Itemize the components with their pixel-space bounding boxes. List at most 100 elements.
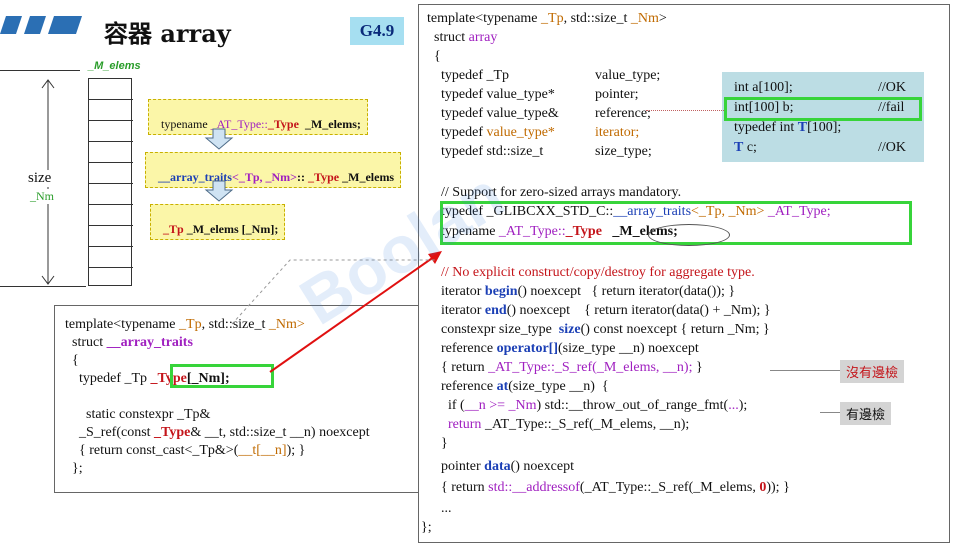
memory-cell	[89, 226, 133, 247]
bounds-check-note: 有邊檢	[840, 402, 892, 425]
code-token: )); }	[766, 480, 790, 495]
code-token: ...	[728, 398, 739, 413]
version-badge: G4.9	[350, 17, 404, 45]
code-token: }	[692, 360, 703, 375]
box2-part5: _M_elems	[339, 170, 395, 184]
code-token: __n >= _Nm	[464, 398, 537, 413]
code-token: return	[448, 417, 482, 432]
code-token: template<typename	[427, 11, 542, 26]
memory-cell	[89, 79, 133, 100]
box1-part2: _AT_Type::	[210, 117, 268, 131]
code-token: (size_type __n) noexcept	[557, 341, 699, 356]
elems-label: _M_elems	[88, 60, 141, 72]
code-token: array	[468, 30, 498, 45]
array-line-15: constexpr size_type size() const noexcep…	[427, 322, 770, 338]
memory-cell	[89, 163, 133, 184]
code-token: >	[658, 11, 667, 26]
array-line-7b: iterator;	[595, 125, 640, 140]
code-token: , std::size_t	[563, 11, 631, 26]
code-token: _AT_Type::_S_ref(_M_elems, __n);	[481, 417, 690, 432]
red-connector-arrow	[269, 251, 442, 373]
code-token: typename	[427, 224, 499, 239]
code-token: constexpr size_type	[427, 322, 559, 337]
box3-part1: _Tp	[163, 222, 184, 236]
box1-part3: _Type	[267, 117, 299, 131]
memory-cell	[89, 142, 133, 163]
code-token: iterator	[427, 284, 485, 299]
traits-line-6: _S_ref(const _Type& __t, std::size_t __n…	[65, 425, 370, 441]
array-line-17: { return _AT_Type::_S_ref(_M_elems, __n)…	[427, 360, 703, 376]
example-line-1-comment: //OK	[878, 80, 906, 95]
code-token: data	[484, 459, 511, 474]
note-text: 有邊檢	[846, 407, 886, 422]
memory-cell	[89, 184, 133, 205]
code-token: reference	[427, 341, 497, 356]
array-line-20: return _AT_Type::_S_ref(_M_elems, __n);	[427, 417, 689, 433]
array-line-13: iterator begin() noexcept { return itera…	[427, 284, 735, 300]
memory-cell	[89, 205, 133, 226]
code-token: iterator	[427, 303, 485, 318]
code-token: value_type*	[486, 125, 555, 140]
code-token: _Type	[154, 425, 191, 440]
array-line-5: typedef value_type*	[427, 87, 555, 102]
nm-label: _Nm	[30, 189, 54, 204]
code-token: T	[734, 140, 744, 155]
code-token: () noexcept { return iterator(data() + _…	[506, 303, 771, 318]
code-token: pointer	[427, 459, 485, 474]
array-line-16: reference operator[](size_type __n) noex…	[427, 341, 699, 357]
traits-line-4: typedef _Tp _Type[_Nm];	[65, 371, 230, 387]
note-text: 沒有邊檢	[846, 365, 899, 380]
code-token: & __t, std::size_t __n) noexcept	[190, 425, 370, 440]
code-token: 0	[759, 480, 767, 495]
traits-line-5: static constexpr _Tp&	[65, 407, 211, 422]
bottom-line	[0, 286, 86, 287]
code-token: () const noexcept { return _Nm; }	[580, 322, 770, 337]
example-line-4: T c;	[734, 140, 757, 156]
array-line-6b: reference;	[595, 106, 651, 121]
tp-elems-box: _Tp _M_elems [_Nm];	[150, 204, 286, 240]
traits-line-1: template<typename _Tp, std::size_t _Nm>	[65, 317, 305, 333]
logo-stripes-icon	[0, 16, 82, 34]
size-label: size	[28, 170, 52, 187]
array-line-23: { return std::__addressof(_AT_Type::_S_r…	[427, 480, 790, 496]
code-token: __t[__n]	[238, 443, 287, 458]
dashed-connectors	[231, 259, 435, 325]
array-line-12: // No explicit construct/copy/destroy fo…	[427, 265, 755, 280]
typename-box: typename _AT_Type::_Type _M_elems;	[148, 99, 368, 135]
code-token: _S_ref(const	[65, 425, 155, 440]
box2-part4: _Type	[305, 170, 340, 184]
array-line-8: typedef std::size_t	[427, 144, 544, 159]
code-token: { return	[427, 360, 489, 375]
box1-part1: typename	[161, 117, 211, 131]
code-token: typedef _GLIBCXX_STD_C::	[427, 204, 614, 219]
array-code-panel: template<typename _Tp, std::size_t _Nm> …	[418, 4, 950, 543]
code-token: reference	[427, 379, 497, 394]
traits-line-3: {	[65, 353, 79, 368]
traits-line-8: };	[65, 461, 83, 476]
code-token: typedef	[427, 125, 487, 140]
code-token: typedef _Tp	[427, 68, 510, 83]
code-token: operator[]	[496, 341, 558, 356]
code-token: typedef int	[734, 120, 798, 135]
array-line-4: typedef _Tp	[427, 68, 509, 84]
code-token: struct	[65, 335, 107, 350]
code-token: at	[496, 379, 509, 394]
code-token	[427, 417, 448, 432]
code-token: std::__addressof	[488, 480, 580, 495]
code-token: _AT_Type;	[764, 204, 831, 219]
example-line-2-comment: //fail	[878, 100, 905, 115]
header-logo-stripes	[0, 14, 82, 36]
code-token: _Nm>	[268, 317, 305, 332]
array-line-4b: value_type;	[595, 68, 661, 83]
array-traits-code-panel: template<typename _Tp, std::size_t _Nm> …	[54, 305, 436, 493]
array-line-24: ...	[427, 501, 452, 516]
example-panel: int a[100]; //OK int[100] b; //fail type…	[722, 72, 924, 162]
code-token: <_Tp, _Nm>	[691, 204, 765, 219]
box2-part3: ::	[297, 170, 305, 184]
code-token: );	[738, 398, 748, 413]
code-token: () noexcept	[510, 459, 574, 474]
array-line-11: typename _AT_Type::_Type _M_elems;	[427, 224, 678, 240]
code-token: , std::size_t	[201, 317, 269, 332]
code-token: _AT_Type::	[498, 224, 566, 239]
code-token: ) std::__throw_out_of_range_fmt(	[536, 398, 729, 413]
